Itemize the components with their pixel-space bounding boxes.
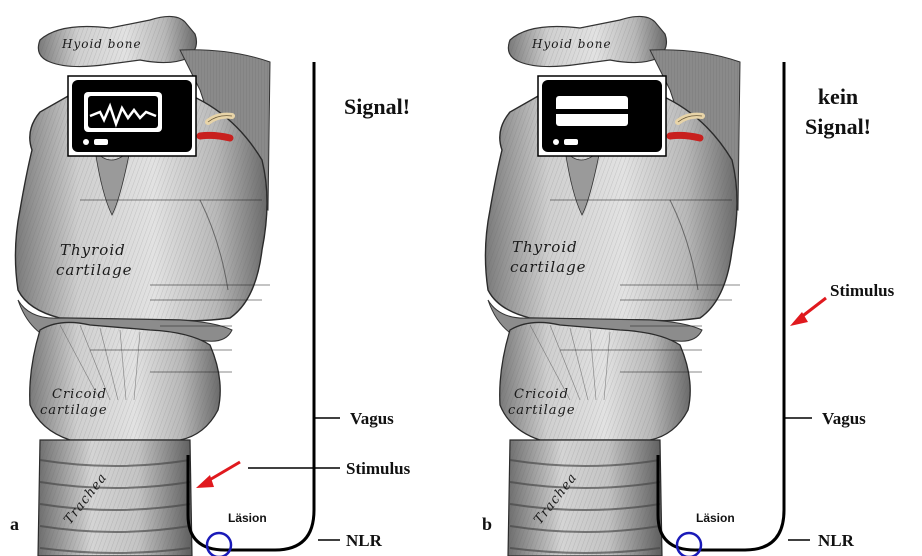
stimulus-label-b: Stimulus — [830, 281, 895, 300]
stimulus-label-a: Stimulus — [346, 459, 411, 478]
hyoid-label-b: Hyoid bone — [531, 37, 612, 51]
cricoid-label-a-2: cartilage — [40, 403, 108, 418]
thyroid-label-a-2: cartilage — [56, 261, 133, 279]
cricoid-label-a-1: Cricoid — [52, 387, 107, 402]
thyroid-label-b-2: cartilage — [510, 258, 587, 276]
lesion-label-b: Läsion — [696, 511, 735, 525]
panel-letter-a: a — [10, 514, 19, 534]
signal-label-b-1: kein — [818, 84, 858, 109]
thyroid-label-b-1: Thyroid — [512, 238, 578, 256]
monitor-icon-a — [68, 76, 196, 156]
lesion-circle-a — [207, 533, 231, 556]
stimulus-arrow-b — [790, 298, 826, 326]
cricoid-label-b-1: Cricoid — [514, 387, 569, 402]
vagus-label-b: Vagus — [822, 409, 866, 428]
stimulus-arrow-a — [196, 462, 240, 488]
vagus-label-a: Vagus — [350, 409, 394, 428]
thyroid-label-a-1: Thyroid — [60, 241, 126, 259]
nlr-label-b: NLR — [818, 531, 855, 550]
lesion-label-a: Läsion — [228, 511, 267, 525]
nlr-label-a: NLR — [346, 531, 383, 550]
panel-letter-b: b — [482, 514, 492, 534]
panel-a: Hyoid bone Thyroid cartilage Cricoid car… — [10, 16, 411, 556]
flatline-trace — [556, 109, 628, 114]
signal-label-b-2: Signal! — [805, 114, 871, 139]
signal-label-a: Signal! — [344, 94, 410, 119]
lesion-circle-b — [677, 533, 701, 556]
monitor-icon-b — [538, 76, 666, 156]
panel-b: Hyoid bone Thyroid cartilage Cricoid car… — [482, 16, 895, 556]
cricoid-label-b-2: cartilage — [508, 403, 576, 418]
hyoid-label-a: Hyoid bone — [61, 37, 142, 51]
